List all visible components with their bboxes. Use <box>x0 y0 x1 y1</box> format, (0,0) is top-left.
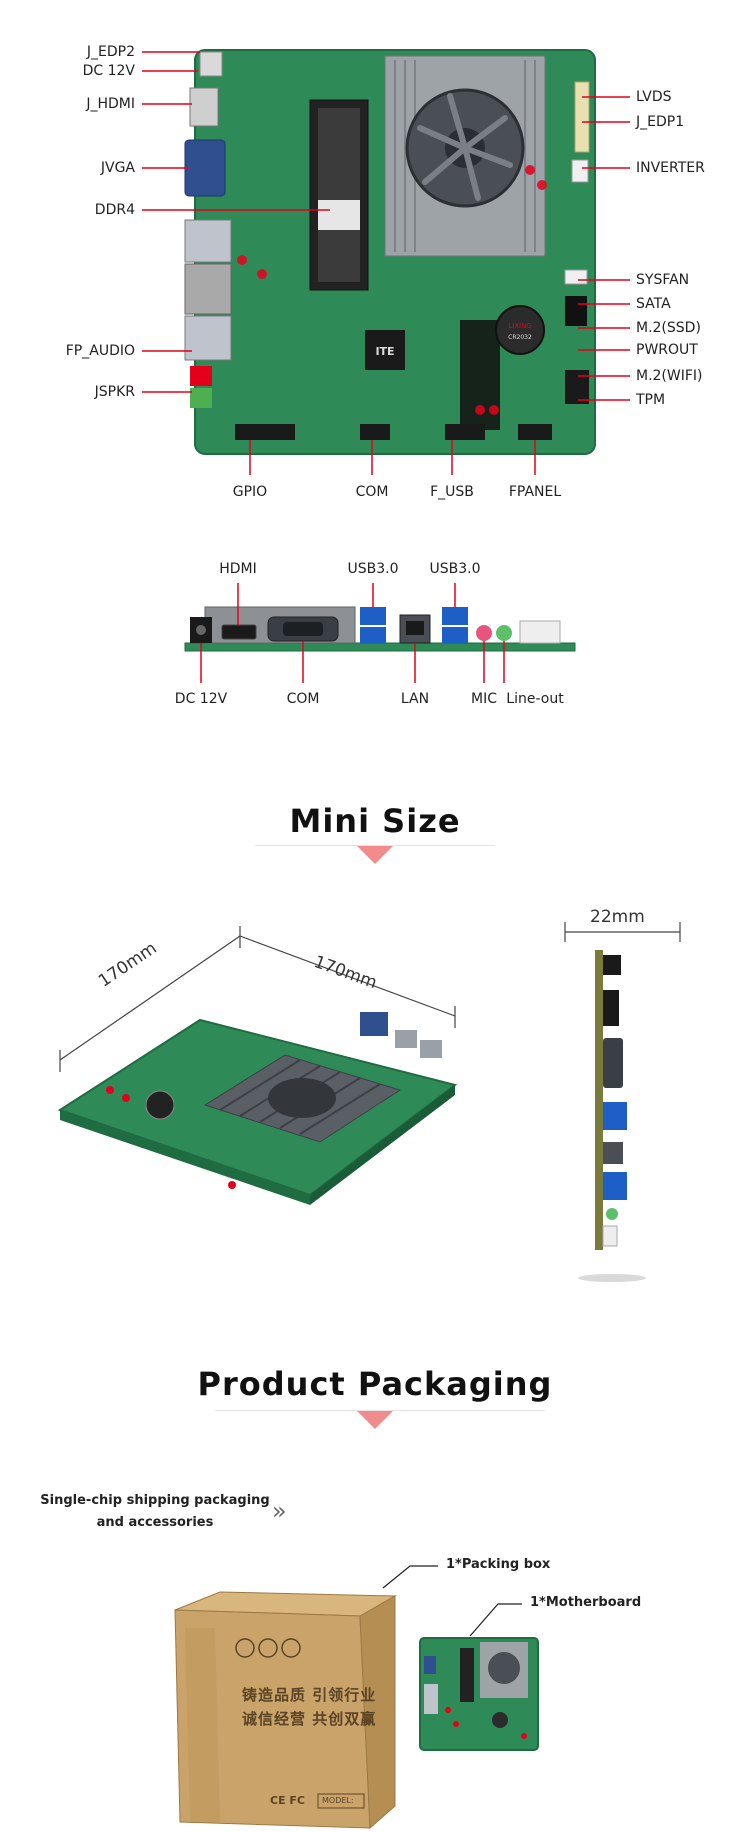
fpanel-header <box>518 424 552 440</box>
usb-stack-2 <box>184 315 232 361</box>
label-fp-audio: FP_AUDIO <box>65 343 135 359</box>
usb-port-pair-1 <box>360 607 386 625</box>
mic-jack <box>476 625 492 641</box>
mini-size-rule <box>255 845 495 846</box>
callout-packing-box: 1*Packing box <box>446 1557 551 1572</box>
ite-chip <box>365 330 405 370</box>
label-sysfan: SYSFAN <box>636 272 690 288</box>
label-hdmi: HDMI <box>219 561 257 577</box>
packaging-triangle <box>357 1411 393 1429</box>
mini-size-title: Mini Size <box>289 802 461 840</box>
label-m2-wifi: M.2(WIFI) <box>636 368 703 384</box>
mini-size-illustration <box>57 922 681 1282</box>
label-mic: MIC <box>471 691 497 707</box>
lan-port-shape <box>184 263 232 315</box>
audio-jack-red <box>190 366 212 386</box>
com-header <box>360 424 390 440</box>
label-usb30-1: USB3.0 <box>347 561 399 577</box>
edp2-connector <box>199 51 223 77</box>
label-fpanel: FPANEL <box>508 484 562 500</box>
label-usb30-2: USB3.0 <box>429 561 481 577</box>
svg-text:ITE: ITE <box>375 345 394 358</box>
board-diagram-section: ITE LIXING CR2032 <box>0 0 750 520</box>
label-pwrout: PWROUT <box>636 342 698 358</box>
sysfan-header <box>564 269 588 285</box>
usb-stack-1 <box>184 219 232 263</box>
packaging-note-line2: and accessories <box>96 1515 214 1530</box>
label-jvga: JVGA <box>100 160 135 176</box>
mini-size-triangle <box>357 846 393 864</box>
label-j-hdmi: J_HDMI <box>86 96 135 112</box>
svg-text:CR2032: CR2032 <box>508 334 532 341</box>
lvds-header <box>574 81 590 153</box>
io-panel-side-view <box>184 583 576 683</box>
packaging-illustration <box>174 1565 539 1830</box>
packaging-note-line1: Single-chip shipping packaging <box>40 1493 270 1508</box>
box-slogan-line2: 诚信经营 共创双赢 <box>242 1710 377 1728</box>
label-ddr4: DDR4 <box>94 202 135 218</box>
hdmi-port-shape <box>189 87 219 127</box>
label-m2-ssd: M.2(SSD) <box>636 320 701 336</box>
label-lvds: LVDS <box>636 89 672 105</box>
label-dc12v-io: DC 12V <box>174 691 228 707</box>
fusb-header <box>445 424 485 440</box>
box-slogan-line1: 铸造品质 引领行业 <box>242 1686 377 1704</box>
label-com-header: COM <box>355 484 389 500</box>
sata-connector <box>565 296 587 326</box>
label-gpio: GPIO <box>232 484 268 500</box>
vga-port-shape <box>184 139 226 197</box>
label-lan: LAN <box>400 691 430 707</box>
label-dc12v: DC 12V <box>82 63 135 79</box>
label-f-usb: F_USB <box>430 484 474 500</box>
gpio-header <box>235 424 295 440</box>
label-inverter: INVERTER <box>636 160 705 176</box>
callout-motherboard: 1*Motherboard <box>530 1595 642 1610</box>
side-view-board <box>595 950 603 1250</box>
packing-box-side <box>359 1595 396 1830</box>
packaging-note: Single-chip shipping packaging and acces… <box>40 1490 270 1534</box>
inverter-header <box>571 159 589 183</box>
svg-text:LIXING: LIXING <box>508 322 532 330</box>
motherboard-top-view: ITE LIXING CR2032 <box>142 49 630 475</box>
audio-jack-green <box>190 388 212 408</box>
box-cert-marks: CE FC <box>270 1794 306 1807</box>
line-out-jack <box>496 625 512 641</box>
label-sata: SATA <box>636 296 671 312</box>
tpm-header <box>565 370 589 404</box>
io-panel-section: HDMI USB3.0 USB3.0 DC 12V COM LAN MIC Li… <box>0 555 750 725</box>
usb-port-pair-2 <box>442 607 468 625</box>
cmos-battery <box>495 305 545 355</box>
packaging-title: Product Packaging <box>197 1365 553 1403</box>
box-model-label: MODEL: <box>322 1796 354 1805</box>
label-j-edp2: J_EDP2 <box>86 44 135 60</box>
label-line-out: Line-out <box>506 691 564 707</box>
label-j-edp1: J_EDP1 <box>636 114 685 130</box>
packaging-rule <box>215 1410 545 1411</box>
chevron-right-icon: » <box>272 1497 287 1525</box>
dim-thickness-label: 22mm <box>590 907 645 927</box>
label-com-io: COM <box>286 691 320 707</box>
label-tpm: TPM <box>636 392 666 408</box>
hdmi-port-side <box>221 624 257 640</box>
label-jspkr: JSPKR <box>94 384 135 400</box>
